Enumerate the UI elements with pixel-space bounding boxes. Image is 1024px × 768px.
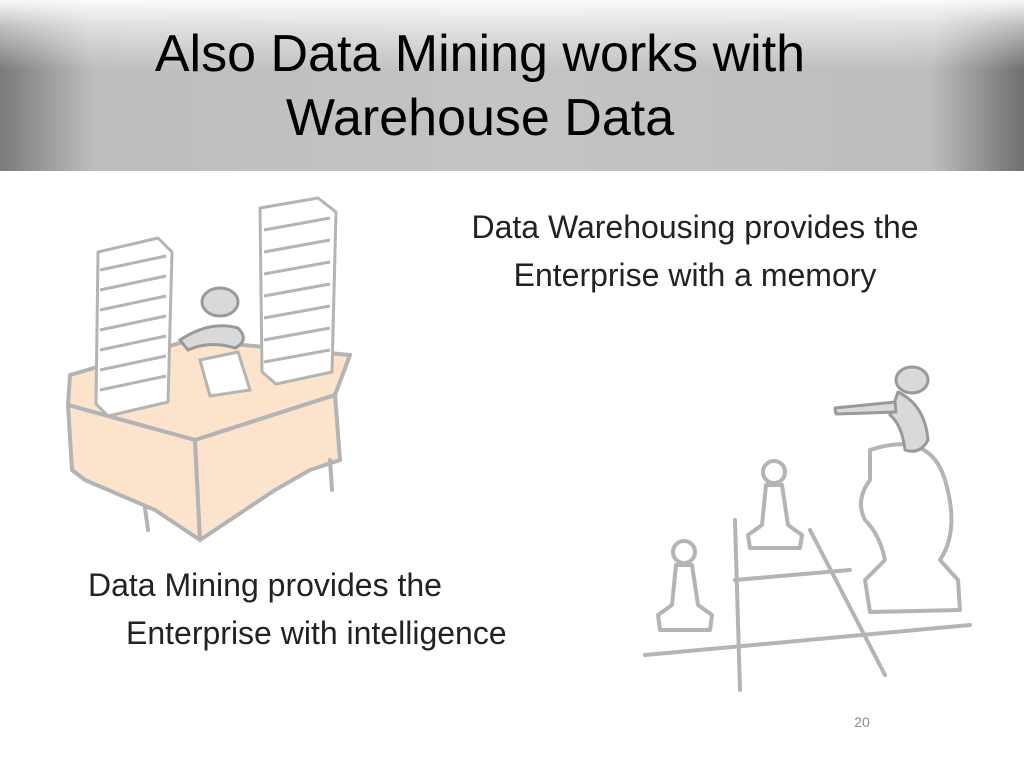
title-bar: Also Data Mining works with Warehouse Da…: [0, 0, 1024, 171]
warehousing-text: Data Warehousing provides the Enterprise…: [471, 209, 919, 293]
desk-with-paper-stacks-clipart: [66, 196, 352, 542]
mining-text: Data Mining provides the Enterprise with…: [88, 561, 608, 657]
slide-title: Also Data Mining works with Warehouse Da…: [154, 25, 806, 147]
mining-text-line1: Data Mining provides the: [88, 567, 442, 603]
mining-text-line2: Enterprise with intelligence: [126, 615, 507, 651]
page-number: 20: [854, 714, 870, 730]
chess-knight-pointing-clipart: [643, 365, 972, 692]
